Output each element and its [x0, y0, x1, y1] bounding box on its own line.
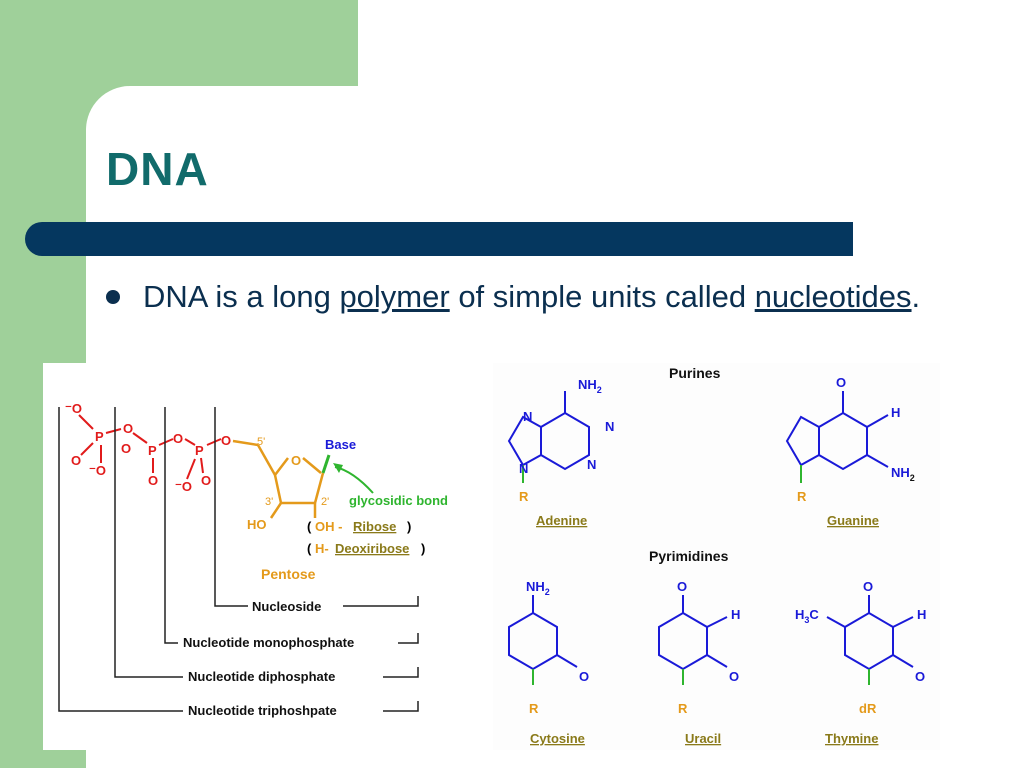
phosphate-groups: ⁻O P O ⁻O O O P O O P ⁻O O O — [65, 401, 231, 494]
nucleotide-structure-svg: ⁻O P O ⁻O O O P O O P ⁻O O O O — [58, 401, 448, 718]
atom-n: N — [587, 457, 596, 472]
uracil-o2: O — [729, 669, 739, 684]
arrow-head-icon — [333, 463, 343, 473]
phosphate-oxygen: ⁻O — [65, 401, 82, 416]
phosphate-bonds — [78, 414, 222, 480]
svg-text:(: ( — [307, 541, 312, 556]
base-label: Base — [325, 437, 356, 452]
oh-label: OH - — [315, 519, 342, 534]
nucleoside-label: Nucleoside — [252, 599, 321, 614]
guanine-structure: O H NH2 R Guanine — [785, 375, 915, 528]
phosphate-oxygen: ⁻O — [175, 479, 192, 494]
atom-n: N — [523, 409, 532, 424]
nucleotide-tri-label: Nucleotide triphoshpate — [188, 703, 337, 718]
ring-oxygen: O — [291, 453, 301, 468]
atom-n: N — [519, 461, 528, 476]
h-label: H- — [315, 541, 329, 556]
phosphate-oxygen: O — [121, 441, 131, 456]
svg-text:): ) — [421, 541, 425, 556]
svg-text:): ) — [407, 519, 411, 534]
background-white-top — [358, 0, 1024, 86]
polymer-link[interactable]: polymer — [339, 279, 450, 314]
carbon-3-label: 3' — [265, 496, 273, 508]
thymine-h: H — [917, 607, 926, 622]
slide-title: DNA — [106, 143, 209, 195]
title-divider-bar — [25, 222, 853, 256]
glycosidic-bond-line — [321, 454, 331, 474]
purines-heading: Purines — [669, 365, 721, 381]
nucleotide-structure-figure: ⁻O P O ⁻O O O P O O P ⁻O O O O — [43, 363, 493, 750]
bullet-text-part: of simple units called — [449, 279, 755, 314]
guanine-r: R — [797, 489, 807, 504]
ribose-link[interactable]: Ribose — [353, 519, 396, 534]
guanine-link[interactable]: Guanine — [827, 513, 879, 528]
phosphate-atom: P — [148, 443, 157, 458]
phosphate-oxygen: O — [221, 433, 231, 448]
uracil-o: O — [677, 579, 687, 594]
sugar-ring — [232, 439, 325, 519]
phosphate-atom: P — [95, 429, 104, 444]
adenine-structure: NH2 N N N N R Adenine — [507, 377, 614, 528]
guanine-h: H — [891, 405, 900, 420]
sugar-carbon-labels: 5' 3' 2' — [257, 436, 329, 508]
bullet-text-part: . — [911, 279, 921, 314]
phosphate-oxygen: O — [71, 453, 81, 468]
pyrimidines-heading: Pyrimidines — [649, 548, 729, 564]
nucleotides-link[interactable]: nucleotides — [754, 279, 912, 314]
nucleotide-di-label: Nucleotide diphosphate — [188, 669, 335, 684]
cytosine-structure: NH2 O R Cytosine — [508, 579, 589, 746]
bracket-lines — [58, 407, 419, 712]
cytosine-r: R — [529, 701, 539, 716]
guanine-nh2: NH2 — [891, 465, 915, 483]
bullet-dot-icon — [106, 290, 120, 304]
phosphate-oxygen: ⁻O — [89, 463, 106, 478]
nucleotide-level-labels: Nucleoside Nucleotide monophosphate Nucl… — [183, 599, 354, 718]
uracil-link[interactable]: Uracil — [685, 731, 721, 746]
phosphate-oxygen: O — [201, 473, 211, 488]
uracil-h: H — [731, 607, 740, 622]
phosphate-oxygen: O — [148, 473, 158, 488]
uracil-r: R — [678, 701, 688, 716]
glycosidic-arrow — [334, 466, 374, 494]
cytosine-nh2: NH2 — [526, 579, 550, 597]
bullet-text: DNA is a long polymer of simple units ca… — [143, 276, 943, 318]
atom-n: N — [605, 419, 614, 434]
nucleobases-svg: Purines Pyrimidines NH2 N N N N R Adenin… — [507, 365, 926, 746]
nucleobases-figure: Purines Pyrimidines NH2 N N N N R Adenin… — [493, 363, 940, 750]
cytosine-o: O — [579, 669, 589, 684]
deoxyribose-link[interactable]: Deoxiribose — [335, 541, 409, 556]
nucleotide-mono-label: Nucleotide monophosphate — [183, 635, 354, 650]
thymine-methyl: H3C — [795, 607, 819, 625]
thymine-structure: O H3C H O dR Thymine — [795, 579, 926, 746]
ho-label: HO — [247, 517, 267, 532]
cytosine-link[interactable]: Cytosine — [530, 731, 585, 746]
phosphate-atom: P — [195, 443, 204, 458]
glycosidic-bond-label: glycosidic bond — [349, 493, 448, 508]
phosphate-oxygen: O — [173, 431, 183, 446]
thymine-dr: dR — [859, 701, 877, 716]
phosphate-oxygen: O — [123, 421, 133, 436]
guanine-o: O — [836, 375, 846, 390]
uracil-structure: O H O R Uracil — [658, 579, 740, 746]
adenine-nh2: NH2 — [578, 377, 602, 395]
thymine-o2: O — [915, 669, 925, 684]
thymine-link[interactable]: Thymine — [825, 731, 878, 746]
adenine-r: R — [519, 489, 529, 504]
svg-text:(: ( — [307, 519, 312, 534]
carbon-2-label: 2' — [321, 496, 329, 508]
thymine-o: O — [863, 579, 873, 594]
adenine-link[interactable]: Adenine — [536, 513, 587, 528]
carbon-5-label: 5' — [257, 436, 265, 448]
bullet-text-part: DNA is a long — [143, 279, 340, 314]
pentose-label: Pentose — [261, 566, 316, 582]
